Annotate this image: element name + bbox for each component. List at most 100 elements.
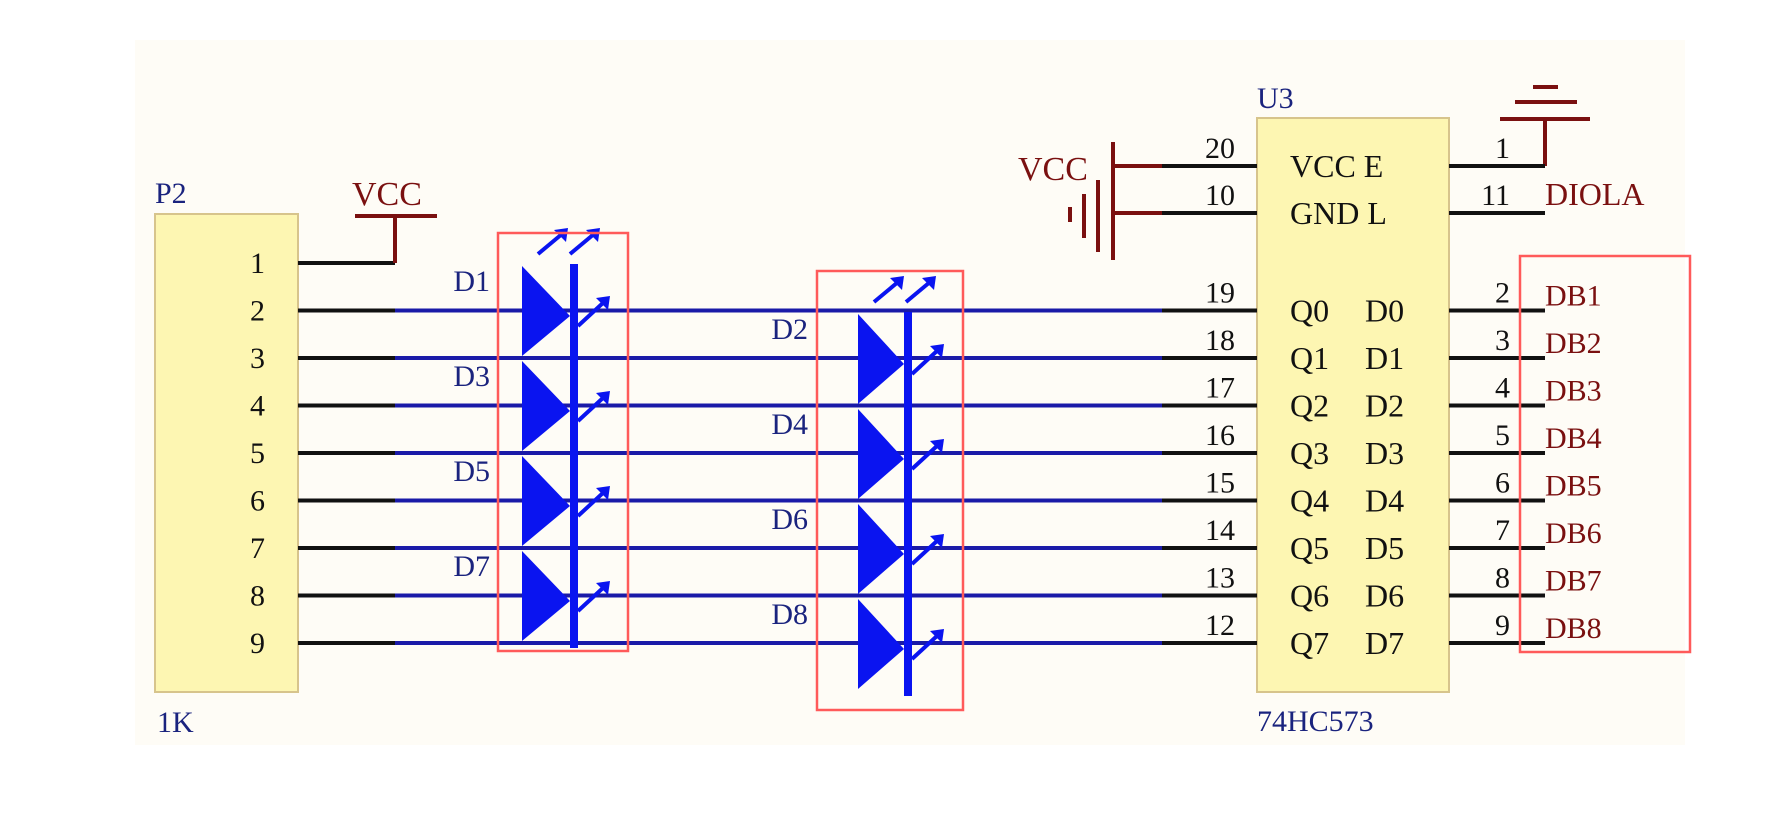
connector-pin-number: 8 bbox=[250, 580, 265, 613]
light-arrow-icon bbox=[910, 348, 940, 376]
connector-pin-number: 1 bbox=[250, 247, 265, 280]
net-label-db: DB1 bbox=[1545, 280, 1602, 313]
light-arrow-icon bbox=[910, 633, 940, 661]
ic-pin-number: 5 bbox=[1495, 419, 1510, 452]
led-diode-symbol bbox=[522, 551, 570, 641]
led-designator: D8 bbox=[771, 598, 808, 631]
ic-pin-number: 10 bbox=[1205, 179, 1235, 212]
ic-pin-name: Q6 bbox=[1290, 578, 1329, 614]
ic-pin-number: 14 bbox=[1205, 514, 1235, 547]
led-diode-symbol bbox=[858, 599, 904, 689]
light-arrow-head-icon bbox=[596, 296, 610, 310]
led-designator: D3 bbox=[453, 360, 490, 393]
led-cathode-bar bbox=[570, 264, 578, 648]
light-arrow-head-icon bbox=[596, 581, 610, 595]
led-designator: D4 bbox=[771, 408, 808, 441]
ic-pin-number: 12 bbox=[1205, 609, 1235, 642]
ic-part-number: 74HC573 bbox=[1257, 705, 1374, 738]
ic-pin-number: 4 bbox=[1495, 372, 1510, 405]
light-arrow-head-icon bbox=[586, 228, 600, 242]
ic-pin-name: D6 bbox=[1365, 578, 1404, 614]
ic-pin-name: D0 bbox=[1365, 293, 1404, 329]
ic-pin-name: Q0 bbox=[1290, 293, 1329, 329]
ic-pin-name: D5 bbox=[1365, 530, 1404, 566]
light-arrow-head-icon bbox=[930, 439, 944, 453]
light-arrow-icon bbox=[872, 280, 900, 304]
ic-pin-name: GND L bbox=[1290, 195, 1387, 231]
ic-pin-number: 18 bbox=[1205, 324, 1235, 357]
ic-body bbox=[1256, 117, 1450, 693]
light-arrow-head-icon bbox=[930, 629, 944, 643]
ic-pin-name: D2 bbox=[1365, 388, 1404, 424]
ic-pin-number: 6 bbox=[1495, 467, 1510, 500]
ic-pin-number: 3 bbox=[1495, 324, 1510, 357]
ic-pin-name: Q3 bbox=[1290, 435, 1329, 471]
signal-wires bbox=[298, 308, 1257, 645]
net-label-db: DB8 bbox=[1545, 612, 1602, 645]
highlight-led-group-2 bbox=[815, 269, 965, 712]
light-arrow-icon bbox=[536, 232, 564, 256]
led-cathode-bar bbox=[904, 312, 912, 696]
ic-pin-number: 15 bbox=[1205, 467, 1235, 500]
led-designator: D6 bbox=[771, 503, 808, 536]
net-label-db: DB6 bbox=[1545, 517, 1602, 550]
connector-pin-number: 9 bbox=[250, 627, 265, 660]
light-arrow-icon bbox=[910, 538, 940, 566]
vcc-gnd-power-symbols: VCC bbox=[1018, 142, 1162, 260]
connector-pin-number: 3 bbox=[250, 342, 265, 375]
ic-pin-number: 11 bbox=[1481, 179, 1510, 212]
ic-designator: U3 bbox=[1257, 82, 1294, 115]
ic-pin-number: 7 bbox=[1495, 514, 1510, 547]
vcc-power-port-p2: VCC bbox=[298, 176, 437, 265]
light-arrow-icon bbox=[904, 280, 932, 304]
led-diode-symbol bbox=[522, 361, 570, 451]
net-label-db: DB2 bbox=[1545, 327, 1602, 360]
connector-designator: P2 bbox=[155, 177, 187, 210]
led-diode-symbol bbox=[858, 314, 904, 404]
vcc-label: VCC bbox=[352, 176, 422, 213]
ic-pin-name: VCC E bbox=[1290, 148, 1383, 184]
ic-pin-number: 19 bbox=[1205, 277, 1235, 310]
light-arrow-icon bbox=[576, 300, 606, 328]
net-label-db: DB7 bbox=[1545, 565, 1602, 598]
light-arrow-head-icon bbox=[596, 391, 610, 405]
vcc-label-ic: VCC bbox=[1018, 151, 1088, 188]
light-arrow-head-icon bbox=[554, 228, 568, 242]
net-label-db: DB5 bbox=[1545, 470, 1602, 503]
ic-pin-number: 1 bbox=[1495, 132, 1510, 165]
led-designator: D1 bbox=[453, 265, 490, 298]
connector-pin-number: 4 bbox=[250, 390, 265, 423]
ic-pin-name: D4 bbox=[1365, 483, 1404, 519]
connector-pin-number: 2 bbox=[250, 295, 265, 328]
connector-pin-number: 7 bbox=[250, 532, 265, 565]
light-arrow-head-icon bbox=[922, 276, 936, 290]
led-diode-symbol bbox=[858, 409, 904, 499]
led-designator: D5 bbox=[453, 455, 490, 488]
light-arrow-icon bbox=[568, 232, 596, 256]
ic-pin-name: Q7 bbox=[1290, 625, 1329, 661]
light-arrow-head-icon bbox=[930, 534, 944, 548]
ic-pin-number: 17 bbox=[1205, 372, 1235, 405]
light-arrow-icon bbox=[576, 585, 606, 613]
net-label-diola: DIOLA bbox=[1545, 176, 1645, 212]
light-arrow-icon bbox=[910, 443, 940, 471]
ic-pin-name: Q2 bbox=[1290, 388, 1329, 424]
connector-value: 1K bbox=[157, 706, 194, 739]
ic-pin-name: D1 bbox=[1365, 340, 1404, 376]
ic-pin-name: D7 bbox=[1365, 625, 1404, 661]
led-designator: D7 bbox=[453, 550, 490, 583]
ic-pin-number: 20 bbox=[1205, 132, 1235, 165]
ic-pin-name: Q5 bbox=[1290, 530, 1329, 566]
ic-pin-name: Q1 bbox=[1290, 340, 1329, 376]
net-label-db: DB4 bbox=[1545, 422, 1602, 455]
highlight-data-bus bbox=[1518, 254, 1692, 654]
light-arrow-icon bbox=[576, 490, 606, 518]
light-arrow-head-icon bbox=[890, 276, 904, 290]
ic-pin-name: Q4 bbox=[1290, 483, 1329, 519]
light-arrow-head-icon bbox=[596, 486, 610, 500]
